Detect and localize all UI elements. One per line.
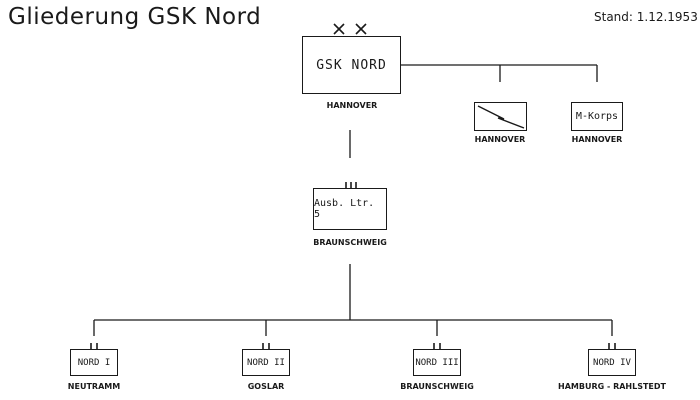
unit-nord-4-location: HAMBURG - RAHLSTEDT [558, 382, 666, 391]
signals-unit-box [474, 102, 527, 131]
training-echelon-mark [345, 182, 357, 188]
hq-box: GSK NORD [302, 36, 401, 94]
unit-nord-4-name: NORD IV [593, 357, 631, 368]
hq-location: HANNOVER [326, 101, 378, 110]
unit-nord-2-location: GOSLAR [247, 382, 285, 391]
unit-echelon-marks [90, 343, 616, 349]
signals-unit-location: HANNOVER [474, 135, 526, 144]
unit-nord-4-box: NORD IV [588, 349, 636, 376]
unit-nord-2-box: NORD II [242, 349, 290, 376]
m-korps-box: M-Korps [571, 102, 623, 131]
signals-unit-icon [477, 104, 524, 129]
hq-echelon-mark [333, 23, 367, 35]
training-box: Ausb. Ltr. 5 [313, 188, 387, 230]
training-name: Ausb. Ltr. 5 [314, 198, 375, 220]
unit-nord-3-location: BRAUNSCHWEIG [400, 382, 474, 391]
unit-nord-1-location: NEUTRAMM [67, 382, 121, 391]
unit-nord-3-name: NORD III [415, 357, 459, 368]
unit-nord-1-box: NORD I [70, 349, 118, 376]
unit-nord-3-box: NORD III [413, 349, 461, 376]
unit-nord-2-name: NORD II [247, 357, 285, 368]
training-location: BRAUNSCHWEIG [313, 238, 387, 247]
m-korps-location: HANNOVER [571, 135, 623, 144]
date-stamp: Stand: 1.12.1953 [594, 10, 698, 24]
m-korps-name: M-Korps [575, 111, 619, 122]
hq-name: GSK NORD [316, 57, 387, 73]
unit-nord-1-name: NORD I [77, 357, 111, 368]
page-title: Gliederung GSK Nord [8, 4, 262, 30]
